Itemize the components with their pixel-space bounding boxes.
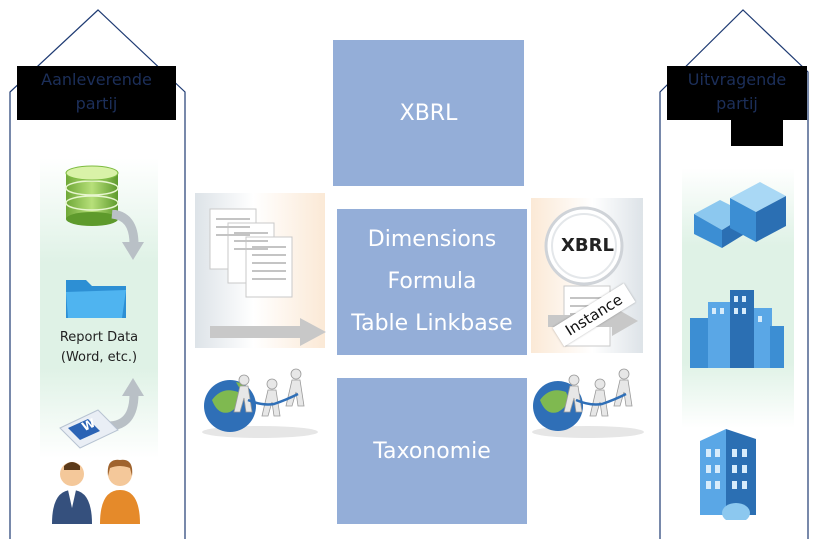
right-party-label: Uitvragende partij	[667, 66, 807, 120]
xbrl-box: XBRL	[333, 40, 524, 186]
report-data-line1: Report Data	[59, 330, 139, 345]
formula-label: Formula	[387, 269, 477, 294]
dimensions-box: Dimensions Formula Table Linkbase	[337, 209, 527, 355]
table-linkbase-label: Table Linkbase	[351, 311, 513, 336]
users-icon	[52, 459, 140, 524]
left-party-title-line2: partij	[75, 94, 118, 113]
curved-arrow-icon-top	[111, 210, 144, 260]
right-party-title-line2: partij	[716, 94, 758, 113]
report-data-label: Report Data (Word, etc.)	[40, 328, 158, 368]
globe-people-icon-left	[202, 368, 318, 438]
report-data-line2: (Word, etc.)	[60, 350, 138, 365]
left-house-outline	[9, 9, 186, 539]
database-icon	[65, 165, 119, 226]
left-party-title-line1: Aanleverende	[41, 70, 152, 89]
dimensions-label: Dimensions	[367, 227, 497, 252]
xbrl-box-label: XBRL	[399, 100, 458, 126]
right-party-title-line1: Uitvragende	[687, 70, 787, 89]
right-house-outline	[659, 9, 809, 539]
left-party-label: Aanleverende partij	[17, 66, 176, 120]
right-arrow-icon-left	[210, 318, 326, 346]
taxonomie-box: Taxonomie	[337, 378, 527, 524]
globe-people-icon-right	[532, 368, 644, 438]
skyscraper-icon-bottom	[700, 429, 756, 520]
folder-icon	[66, 280, 126, 318]
word-document-icon	[59, 409, 119, 449]
city-buildings-icon	[690, 290, 784, 368]
xbrl-circle-label: XBRL	[561, 235, 614, 256]
taxonomie-label: Taxonomie	[373, 438, 491, 464]
document-stack-icon	[209, 208, 293, 298]
xbrl-circle-icon	[544, 206, 624, 286]
office-building-icon-top	[694, 182, 786, 248]
right-label-tab	[731, 118, 783, 146]
